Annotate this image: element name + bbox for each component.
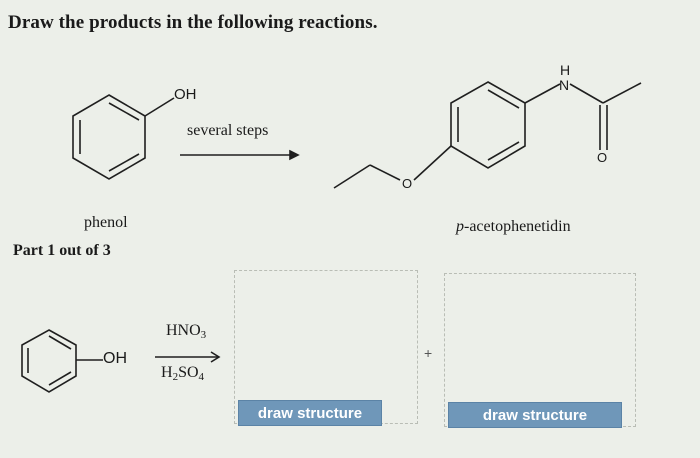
reactant-name-phenol: phenol [84, 214, 128, 231]
product-ether-o-label: O [402, 176, 413, 191]
page-title: Draw the products in the following react… [8, 12, 378, 33]
phenol-oh-label: OH [174, 86, 197, 103]
product-name-acetophenetidin: p-acetophenetidin [456, 218, 571, 235]
product-nh-n-label: N [559, 77, 570, 93]
phenol-ring-2 [21, 329, 77, 393]
draw-structure-button-1[interactable]: draw structure [238, 400, 382, 426]
reagent-hno3: HNO3 [166, 322, 207, 341]
phenol2-oh-label: OH [103, 350, 127, 367]
product-nh-h-label: H [560, 62, 571, 78]
draw-structure-button-2[interactable]: draw structure [448, 402, 622, 428]
arrow-label-several-steps: several steps [187, 122, 269, 139]
part-indicator: Part 1 out of 3 [13, 242, 111, 259]
reagent-h2so4: H2SO4 [161, 364, 205, 383]
product-carbonyl-o-label: O [597, 150, 608, 165]
plus-sign: + [424, 345, 433, 361]
